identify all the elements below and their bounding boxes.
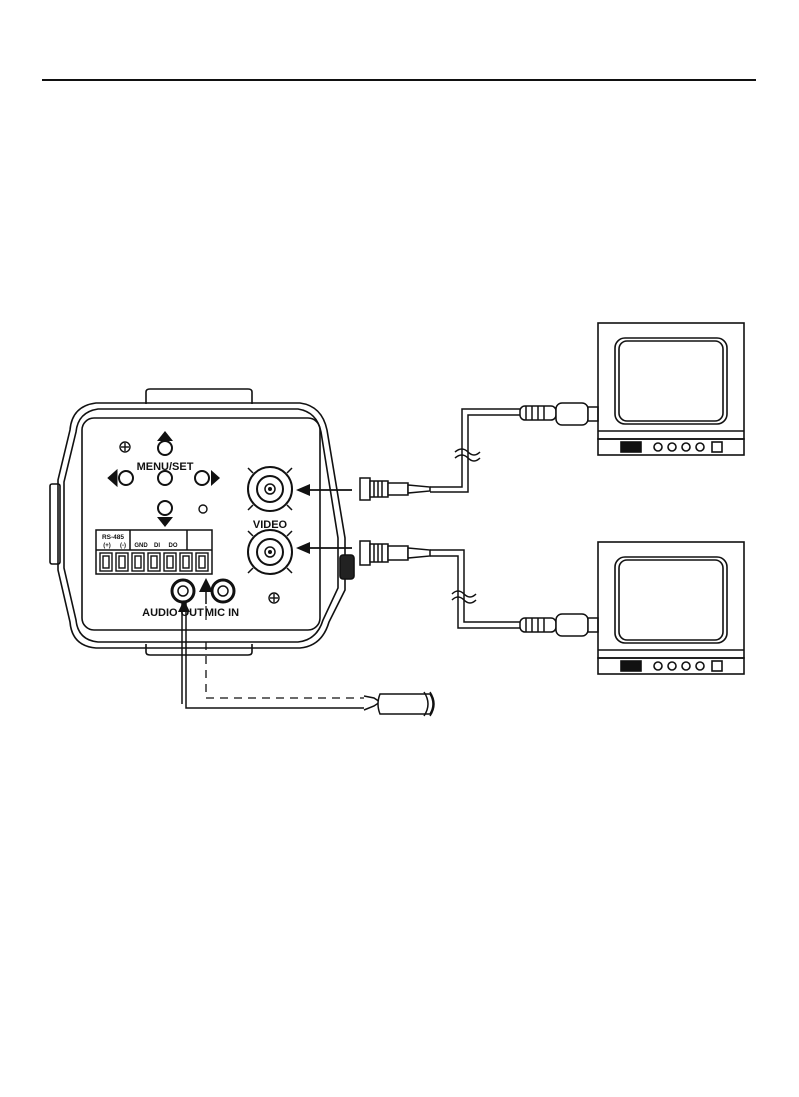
screw-icon	[269, 593, 279, 603]
monitor-1-icon	[598, 323, 744, 455]
audio-out-label: AUDIO OUT	[142, 607, 204, 619]
monitor-2-icon	[598, 542, 744, 674]
arrow-left-icon	[108, 470, 117, 486]
video-bnc-top[interactable]	[248, 467, 292, 511]
terminal-slots[interactable]	[100, 553, 208, 571]
monitor-1-plug	[520, 403, 598, 425]
arrow-to-mic-in	[199, 578, 213, 592]
rs485-label: RS-485	[102, 534, 124, 541]
down-button[interactable]	[157, 501, 173, 527]
arrow-right-icon	[211, 470, 220, 486]
rs485-plus-label: (+)	[103, 543, 111, 549]
do-label: DO	[169, 543, 178, 549]
gnd-label: GND	[134, 543, 148, 549]
arrow-up-icon	[157, 431, 173, 441]
audio-out-jack[interactable]	[172, 580, 194, 602]
cable-to-monitor-1	[430, 409, 520, 492]
video-bnc-bottom[interactable]	[248, 530, 292, 574]
bnc-plug-bottom	[360, 541, 430, 565]
arrow-down-icon	[157, 517, 173, 527]
left-button[interactable]	[108, 470, 133, 486]
cable-to-monitor-2	[430, 550, 520, 628]
rs485-minus-label: (-)	[120, 543, 126, 549]
di-label: DI	[154, 543, 160, 549]
screw-icon	[120, 442, 130, 452]
mic-in-label: MIC IN	[205, 607, 239, 619]
audio-cable-end-icon	[364, 692, 434, 716]
monitor-2-plug	[520, 614, 598, 636]
mic-in-jack[interactable]	[212, 580, 234, 602]
bnc-plug-top	[360, 478, 430, 500]
mic-in-dashed-wire	[206, 642, 364, 698]
right-button[interactable]	[195, 470, 220, 486]
status-led	[199, 505, 207, 513]
set-button[interactable]	[158, 471, 172, 485]
up-button[interactable]	[157, 431, 173, 455]
